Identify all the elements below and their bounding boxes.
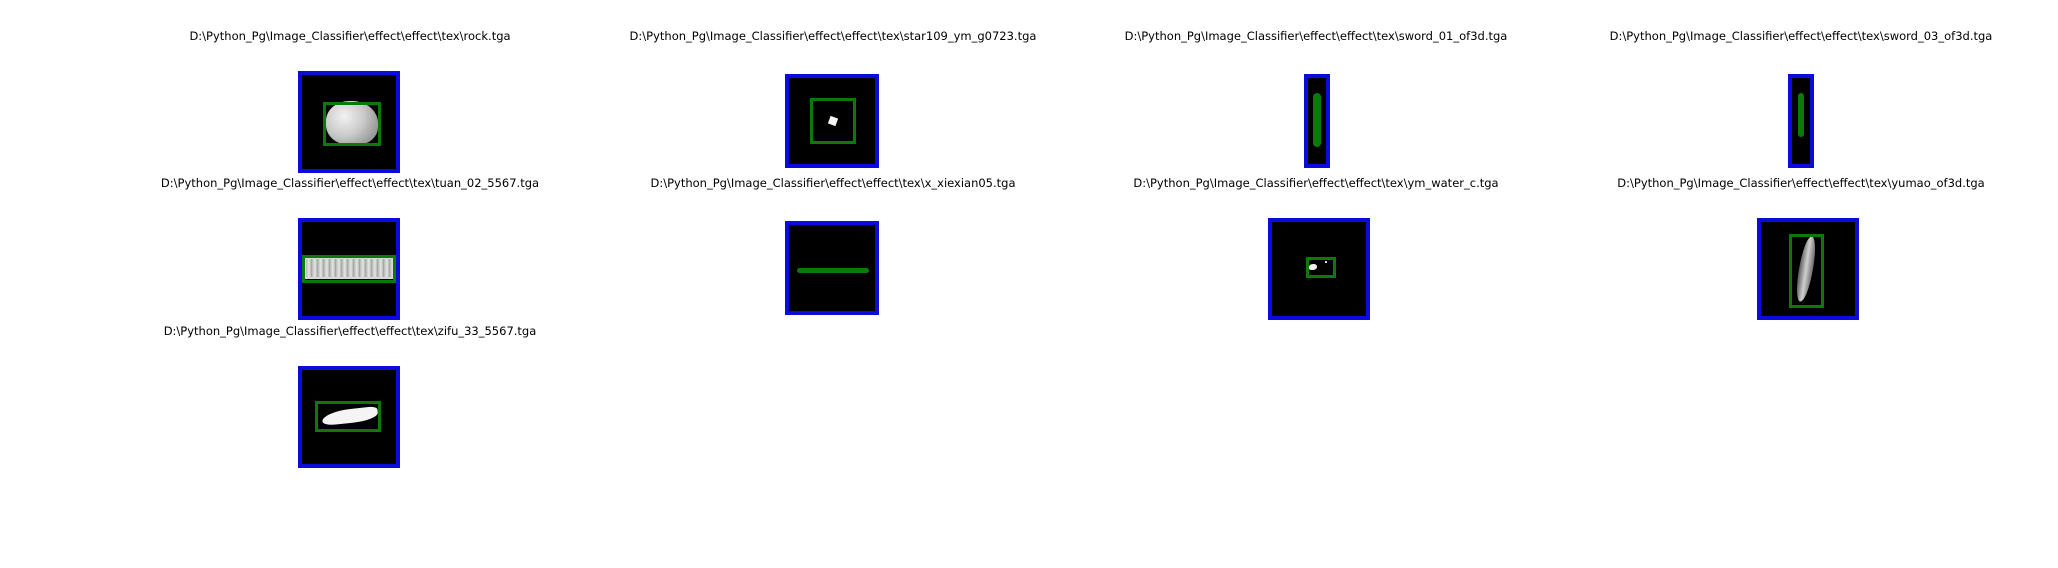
file-path-caption: D:\Python_Pg\Image_Classifier\effect\eff… bbox=[189, 29, 511, 43]
texture-thumbnail bbox=[785, 221, 879, 315]
file-path-caption: D:\Python_Pg\Image_Classifier\effect\eff… bbox=[1133, 176, 1499, 190]
file-path-caption: D:\Python_Pg\Image_Classifier\effect\eff… bbox=[1124, 29, 1508, 43]
texture-thumbnail bbox=[1788, 74, 1814, 168]
file-path-caption: D:\Python_Pg\Image_Classifier\effect\eff… bbox=[163, 324, 537, 338]
texture-thumbnail bbox=[785, 74, 879, 168]
thumbnail-cell-yumao: D:\Python_Pg\Image_Classifier\effect\eff… bbox=[1551, 176, 2051, 326]
bounding-box bbox=[315, 401, 381, 432]
bounding-box bbox=[810, 98, 856, 144]
texture-thumbnail bbox=[1268, 218, 1370, 320]
texture-preview bbox=[1313, 93, 1321, 147]
file-path-caption: D:\Python_Pg\Image_Classifier\effect\eff… bbox=[629, 29, 1037, 43]
texture-thumbnail bbox=[298, 218, 400, 320]
file-path-caption: D:\Python_Pg\Image_Classifier\effect\eff… bbox=[1617, 176, 1985, 190]
file-path-caption: D:\Python_Pg\Image_Classifier\effect\eff… bbox=[650, 176, 1016, 190]
texture-thumbnail bbox=[298, 71, 400, 173]
texture-preview bbox=[1309, 264, 1317, 270]
thumbnail-cell-tuan02: D:\Python_Pg\Image_Classifier\effect\eff… bbox=[100, 176, 600, 326]
thumbnail-cell-ymwater: D:\Python_Pg\Image_Classifier\effect\eff… bbox=[1066, 176, 1566, 326]
thumbnail-cell-sword01: D:\Python_Pg\Image_Classifier\effect\eff… bbox=[1066, 29, 1566, 179]
file-path-caption: D:\Python_Pg\Image_Classifier\effect\eff… bbox=[1609, 29, 1993, 43]
bounding-box bbox=[1306, 257, 1336, 278]
bounding-box bbox=[1789, 234, 1824, 308]
texture-preview bbox=[326, 101, 378, 145]
bounding-box bbox=[302, 255, 396, 283]
texture-thumbnail bbox=[298, 366, 400, 468]
texture-preview bbox=[1798, 93, 1804, 137]
thumbnail-cell-xiexian05: D:\Python_Pg\Image_Classifier\effect\eff… bbox=[583, 176, 1083, 326]
thumbnail-cell-star109: D:\Python_Pg\Image_Classifier\effect\eff… bbox=[583, 29, 1083, 179]
texture-preview bbox=[1325, 261, 1327, 263]
texture-preview bbox=[797, 268, 869, 273]
bounding-box bbox=[323, 102, 381, 146]
thumbnail-cell-sword03: D:\Python_Pg\Image_Classifier\effect\eff… bbox=[1551, 29, 2051, 179]
thumbnail-cell-rock: D:\Python_Pg\Image_Classifier\effect\eff… bbox=[100, 29, 600, 179]
texture-thumbnail bbox=[1304, 74, 1330, 168]
texture-thumbnail bbox=[1757, 218, 1859, 320]
thumbnail-cell-zifu33: D:\Python_Pg\Image_Classifier\effect\eff… bbox=[100, 324, 600, 474]
file-path-caption: D:\Python_Pg\Image_Classifier\effect\eff… bbox=[160, 176, 540, 190]
